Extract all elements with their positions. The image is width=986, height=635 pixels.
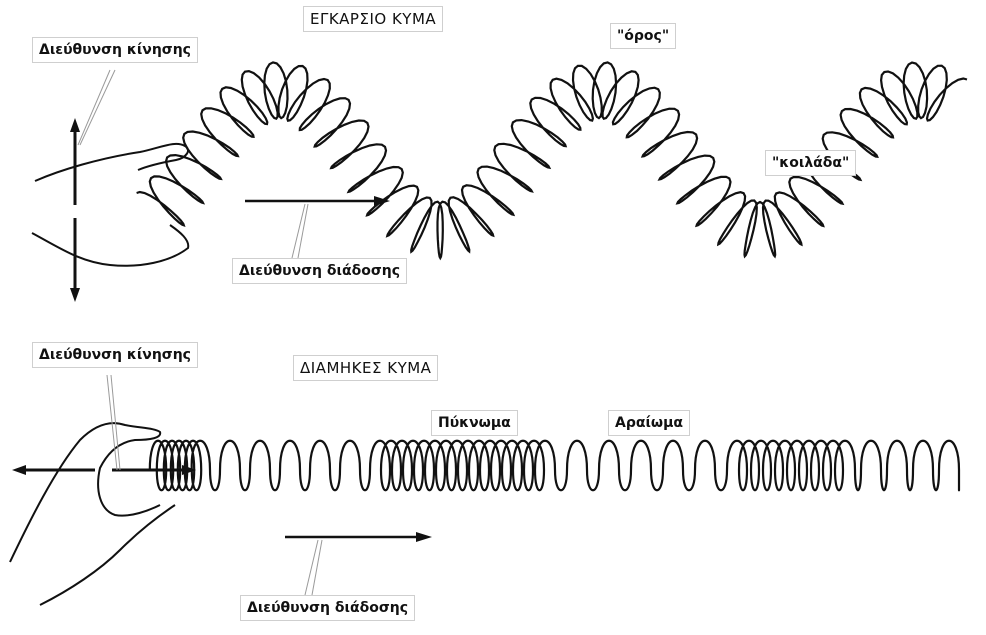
longitudinal-spring	[148, 439, 961, 492]
transverse-title: ΕΓΚΑΡΣΙΟ ΚΥΜΑ	[303, 6, 444, 32]
crest-label: "όρος"	[610, 23, 677, 49]
transverse-spring-coil	[136, 61, 968, 261]
longitudinal-wave-group	[9, 374, 961, 606]
leader-line	[291, 203, 306, 259]
transverse-motion-label: Διεύθυνση κίνησης	[32, 37, 198, 63]
longitudinal-spring-coil	[148, 439, 961, 492]
leader-line	[297, 203, 309, 259]
leader-line	[311, 539, 323, 596]
leader-line	[79, 69, 116, 146]
longitudinal-title: ΔΙΑΜΗΚΕΣ ΚΥΜΑ	[293, 355, 439, 381]
leader-line	[77, 69, 111, 146]
transverse-motion-arrowhead-down	[70, 288, 80, 302]
transverse-motion-arrowhead-up	[70, 118, 80, 132]
longitudinal-hand	[9, 422, 176, 606]
transverse-spring	[136, 61, 968, 261]
compression-label: Πύκνωμα	[431, 410, 518, 436]
longitudinal-propagation-label: Διεύθυνση διάδοσης	[240, 595, 415, 621]
rarefaction-label: Αραίωμα	[608, 410, 691, 436]
longitudinal-motion-label: Διεύθυνση κίνησης	[32, 342, 198, 368]
trough-label: "κοιλάδα"	[765, 150, 857, 176]
leader-line	[110, 374, 121, 471]
longitudinal-propagation-arrowhead	[416, 532, 432, 542]
transverse-wave-group	[31, 61, 968, 302]
transverse-hand-top	[34, 142, 189, 182]
leader-line	[304, 539, 319, 596]
transverse-propagation-label: Διεύθυνση διάδοσης	[232, 258, 407, 284]
leader-line	[106, 374, 118, 471]
longitudinal-motion-arrowhead-left	[12, 465, 26, 475]
transverse-hand-bottom	[31, 224, 190, 267]
